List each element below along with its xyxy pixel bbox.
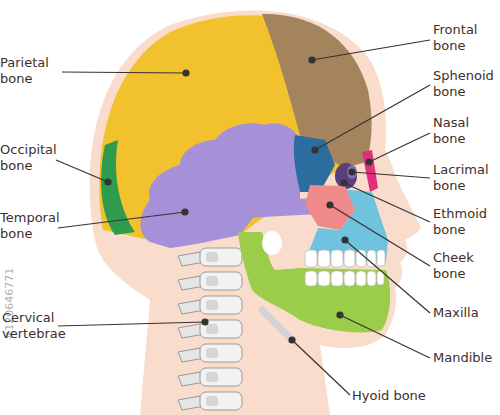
head-silhouette xyxy=(90,11,420,415)
sphenoid-bone xyxy=(294,135,335,192)
mandibular-notch xyxy=(262,231,282,255)
temporal-bone xyxy=(141,123,300,248)
watermark: #120646771 xyxy=(4,268,16,340)
bone-label: Nasal bone xyxy=(433,115,497,147)
cervical-vertebrae xyxy=(178,248,242,410)
bone-label: Parietal bone xyxy=(0,55,62,87)
bone-label: Lacrimal bone xyxy=(433,162,497,194)
bone-label: Sphenoid bone xyxy=(433,68,497,100)
bone-label: Maxilla xyxy=(433,305,497,321)
lacrimal-bone xyxy=(347,165,357,179)
eye-socket xyxy=(335,163,357,189)
bone-label: Hyoid bone xyxy=(352,388,462,404)
bone-label: Occipital bone xyxy=(0,142,62,174)
bone-label: Mandible xyxy=(433,350,497,366)
teeth xyxy=(305,250,385,286)
bone-label: Cheek bone xyxy=(433,250,497,282)
bone-label: Frontal bone xyxy=(433,22,497,54)
cheek-bone xyxy=(305,185,355,230)
hyoid-bone xyxy=(262,310,292,340)
bone-label: Temporal bone xyxy=(0,210,62,242)
nasal-bone xyxy=(362,150,378,192)
bone-label: Ethmoid bone xyxy=(433,206,497,238)
leader-lines xyxy=(56,40,430,395)
mandible xyxy=(238,232,390,332)
